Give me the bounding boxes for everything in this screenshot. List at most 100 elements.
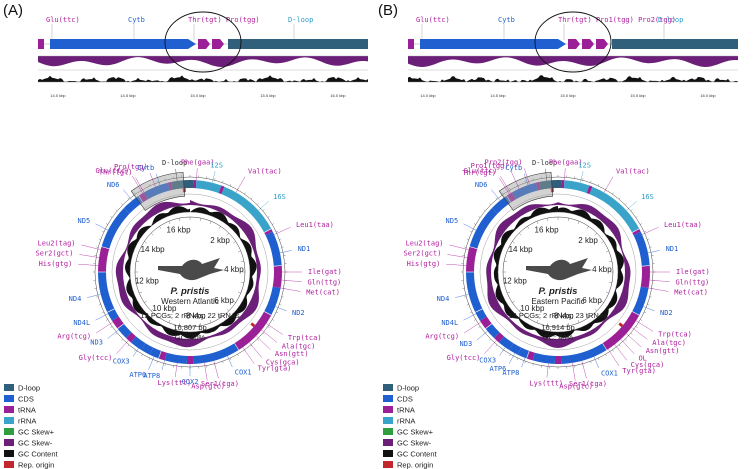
scale-tick: [509, 187, 511, 190]
feature-label: Leu2(tag): [406, 239, 444, 247]
label-stem: [155, 173, 161, 186]
scale-tick: [649, 296, 652, 298]
feature-label: Gly(tcc): [447, 354, 481, 362]
kbp-label: 8 kbp: [186, 312, 206, 321]
label-stem: [593, 356, 599, 368]
genome-feature-arc: [141, 343, 154, 355]
legend-label: D-loop: [18, 384, 40, 393]
inner-scale-tick: [567, 322, 569, 326]
inner-scale-tick: [179, 218, 181, 222]
legend-label: Rep. origin: [18, 461, 54, 469]
genome-feature-arc: [632, 228, 641, 236]
zoom-tick-label: 14.5 kbp: [490, 93, 506, 98]
trna-feature: [38, 39, 44, 49]
feature-label: Ile(gat): [308, 268, 342, 276]
feature-label: ND4: [69, 295, 82, 303]
genome-length: 16,914 bp: [541, 323, 574, 332]
feature-label: ATP6: [129, 371, 146, 379]
scale-tick: [516, 358, 519, 360]
scale-tick: [115, 332, 118, 335]
feature-label: Tyr(gta): [622, 367, 656, 375]
inner-scale-tick: [504, 261, 508, 263]
scale-tick: [229, 184, 232, 186]
feature-label: Glu(ttc): [464, 167, 498, 175]
feature-separator: [632, 311, 640, 316]
feature-label: ND4L: [73, 319, 90, 327]
feature-label: Phe(gaa): [181, 158, 215, 166]
species-name: P. pristis: [171, 286, 210, 297]
scale-tick: [250, 197, 253, 200]
feature-label: ATP6: [489, 365, 506, 373]
feature-label: Cytb: [137, 164, 154, 172]
legend-label: GC Content: [18, 450, 59, 459]
label-stem: [132, 348, 139, 357]
inner-scale-tick: [577, 319, 580, 323]
kbp-label: 10 kbp: [520, 304, 545, 313]
label-stem: [521, 357, 526, 368]
genome-feature-arc: [538, 180, 562, 190]
scale-tick: [222, 361, 224, 364]
scale-tick: [495, 344, 498, 347]
scale-tick: [489, 203, 491, 205]
legend-swatch: [383, 384, 393, 391]
scale-tick: [524, 180, 526, 183]
feature-label: Leu1(taa): [296, 221, 334, 229]
legend-swatch: [383, 406, 393, 413]
feature-label: D-loop: [532, 159, 557, 167]
scale-tick: [121, 339, 123, 341]
feature-separator: [107, 308, 115, 313]
genome-feature-arc: [192, 180, 197, 189]
inner-scale-tick: [586, 315, 589, 318]
inner-scale-tick: [139, 291, 143, 294]
label-stem: [273, 227, 291, 235]
feature-label: Gln(ttg): [676, 278, 710, 286]
label-stem: [581, 360, 587, 379]
label-stem: [626, 200, 637, 211]
label-stem: [648, 287, 669, 292]
dloop-feature: [612, 39, 738, 49]
label-stem: [463, 313, 477, 321]
feature-label: 16S: [273, 193, 286, 201]
zoom-highlight-wedge: [498, 171, 554, 211]
scale-tick: [276, 311, 278, 314]
genome-feature-arc: [560, 180, 565, 189]
label-stem: [196, 168, 198, 181]
genome-feature-arc: [563, 180, 590, 194]
genome-feature-arc: [479, 316, 492, 329]
label-stem: [261, 329, 278, 343]
feature-label: Ser2(gct): [36, 250, 74, 258]
feature-label: ND6: [475, 181, 488, 189]
scale-tick: [612, 192, 614, 195]
scale-tick: [478, 216, 481, 218]
label-stem: [463, 223, 477, 231]
label-stem: [647, 250, 660, 254]
scale-tick: [470, 311, 472, 314]
label-stem: [266, 323, 283, 335]
scale-tick: [281, 296, 284, 298]
feature-label: COX3: [479, 356, 496, 364]
genome-feature-arc: [586, 185, 593, 195]
label-stem: [491, 189, 501, 201]
feature-label: D-loop: [162, 159, 187, 167]
legend-swatch: [4, 406, 14, 413]
kbp-label: 6 kbp: [582, 296, 602, 305]
inner-scale-tick: [209, 319, 212, 323]
feature-label: 16S: [641, 193, 654, 201]
feature-label: ATP8: [143, 372, 160, 380]
label-stem: [508, 353, 515, 364]
location-label: Western Atlantic: [161, 297, 219, 306]
feature-label: Ser2(gct): [404, 250, 442, 258]
feature-separator: [234, 343, 240, 351]
feature-label: Trp(tca): [658, 331, 692, 339]
genome-feature-arc: [633, 231, 650, 267]
scale-tick: [222, 180, 224, 183]
label-stem: [280, 287, 301, 292]
scale-tick: [495, 197, 498, 200]
genome-feature-arc: [221, 186, 272, 233]
scale-tick: [464, 246, 467, 248]
legend-label: CDS: [397, 395, 413, 404]
